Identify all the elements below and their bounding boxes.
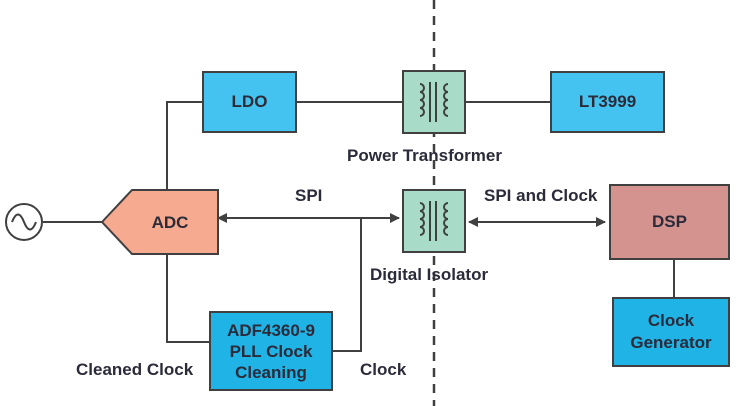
adc-block: ADC [100,189,219,255]
wire-cleaned-clock [166,254,209,343]
clock-generator-label-line-2: Generator [630,333,712,352]
lt3999-label: LT3999 [578,92,637,111]
clock-generator-block: Clock Generator [612,297,730,367]
spi-label: SPI [295,186,323,205]
ldo-label: LDO [231,92,268,111]
dsp-label: DSP [652,212,687,231]
wires [43,101,675,352]
digital-isolator-icon [402,189,466,253]
power-transformer-label: Power Transformer [347,146,502,165]
digital-isolator-label: Digital Isolator [370,265,489,284]
pll-clock-cleaning-block: ADF4360-9 PLL Clock Cleaning [209,311,333,391]
wire-adc-to-ldo [166,101,202,190]
adc-label: ADC [152,213,189,232]
pll-label-line-2: PLL Clock [229,341,313,361]
sine-wave-source-icon [5,203,43,241]
ldo-block: LDO [202,71,297,133]
pll-label-line-3: Cleaning [235,362,307,382]
wire-clock-to-isolator [333,218,362,352]
cleaned-clock-label: Cleaned Clock [76,360,194,379]
spi-and-clock-label: SPI and Clock [484,186,598,205]
clock-label: Clock [360,360,407,379]
pll-label-line-1: ADF4360-9 [227,320,315,340]
lt3999-block: LT3999 [550,71,665,133]
clock-generator-label-line-1: Clock [647,311,695,330]
power-transformer-icon [402,70,466,134]
dsp-block: DSP [609,184,730,260]
